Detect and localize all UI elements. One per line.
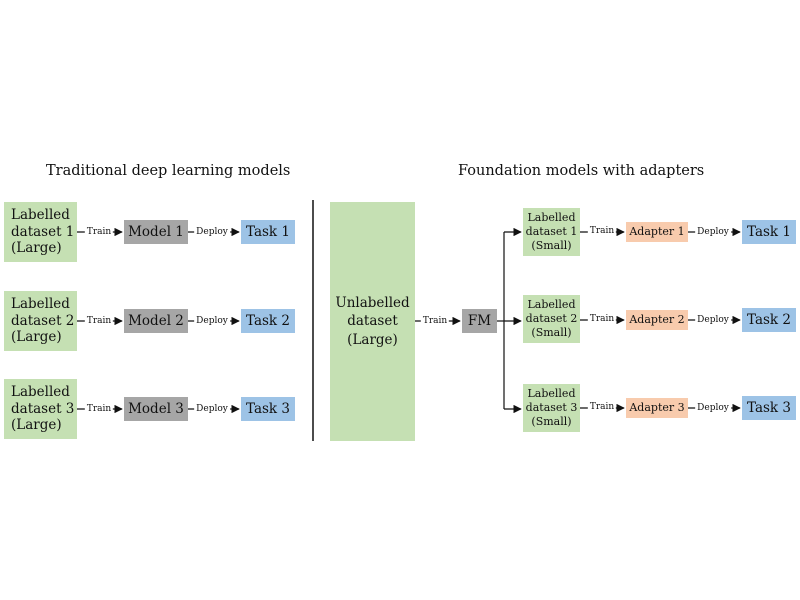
foundation-model: FM	[462, 309, 497, 333]
right-task-2: Task 2	[742, 308, 796, 332]
left-dataset-1-line-3: (Large)	[11, 240, 62, 257]
left-model-3: Model 3	[124, 397, 188, 421]
right-deploy-label-2: Deploy	[695, 315, 731, 325]
right-train-label-3: Train	[587, 402, 617, 412]
right-dataset-1-line-2: dataset 1	[525, 225, 578, 239]
right-section-title: Foundation models with adapters	[458, 163, 705, 179]
left-dataset-1-line-2: dataset 1	[11, 223, 75, 240]
left-task-3: Task 3	[241, 397, 295, 421]
left-dataset-3-line-2: dataset 3	[11, 400, 75, 417]
right-dataset-3: Labelled dataset 3 (Small)	[523, 384, 580, 432]
unlabelled-dataset: Unlabelled dataset (Large)	[330, 202, 415, 441]
right-deploy-label-3: Deploy	[695, 403, 731, 413]
right-dataset-1: Labelled dataset 1 (Small)	[523, 208, 580, 256]
right-dataset-3-line-2: dataset 3	[525, 401, 578, 415]
right-dataset-2-line-3: (Small)	[531, 325, 572, 339]
right-deploy-label-1: Deploy	[695, 227, 731, 237]
left-dataset-2-line-1: Labelled	[11, 295, 70, 312]
unlabelled-dataset-line-1: Unlabelled	[335, 295, 410, 312]
left-deploy-label-3: Deploy	[194, 404, 230, 414]
left-dataset-1: Labelled dataset 1 (Large)	[4, 202, 77, 262]
left-dataset-2-line-2: dataset 2	[11, 312, 75, 329]
adapter-2: Adapter 2	[626, 310, 688, 330]
left-deploy-label-1: Deploy	[194, 227, 230, 237]
left-task-2: Task 2	[241, 309, 295, 333]
unlabelled-dataset-line-3: (Large)	[347, 331, 398, 348]
right-task-3: Task 3	[742, 396, 796, 420]
unlabelled-dataset-line-2: dataset	[347, 313, 398, 330]
left-section-title: Traditional deep learning models	[46, 163, 291, 179]
left-dataset-2: Labelled dataset 2 (Large)	[4, 291, 77, 351]
right-train-label-2: Train	[587, 314, 617, 324]
right-dataset-2-line-1: Labelled	[527, 298, 576, 312]
right-dataset-3-line-3: (Small)	[531, 414, 572, 428]
right-task-1: Task 1	[742, 220, 796, 244]
right-dataset-1-line-3: (Small)	[531, 238, 572, 252]
left-model-1: Model 1	[124, 220, 188, 244]
left-dataset-2-line-3: (Large)	[11, 329, 62, 346]
right-dataset-2-line-2: dataset 2	[525, 312, 578, 326]
adapter-1: Adapter 1	[626, 222, 688, 242]
adapter-3: Adapter 3	[626, 398, 688, 418]
left-train-label-3: Train	[84, 404, 114, 414]
right-dataset-3-line-1: Labelled	[527, 387, 576, 401]
left-dataset-3: Labelled dataset 3 (Large)	[4, 379, 77, 439]
right-train-label-1: Train	[587, 226, 617, 236]
left-dataset-1-line-1: Labelled	[11, 206, 70, 223]
left-train-label-2: Train	[84, 316, 114, 326]
right-train-label-fm: Train	[420, 316, 450, 326]
left-dataset-3-line-1: Labelled	[11, 383, 70, 400]
left-model-2: Model 2	[124, 309, 188, 333]
left-deploy-label-2: Deploy	[194, 316, 230, 326]
right-dataset-1-line-1: Labelled	[527, 211, 576, 225]
left-train-label-1: Train	[84, 227, 114, 237]
right-dataset-2: Labelled dataset 2 (Small)	[523, 295, 580, 343]
left-dataset-3-line-3: (Large)	[11, 417, 62, 434]
left-task-1: Task 1	[241, 220, 295, 244]
